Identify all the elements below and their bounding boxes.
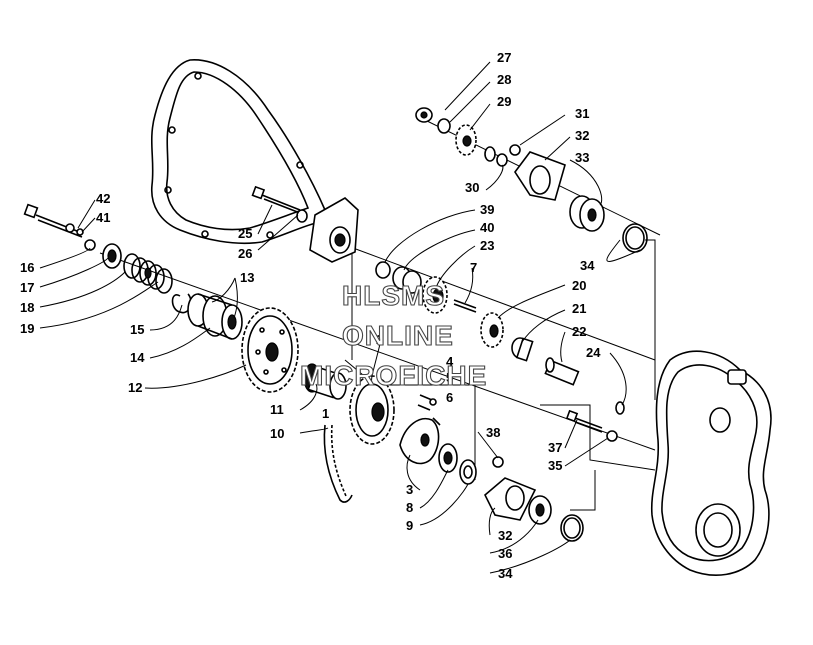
- chain-10: [323, 424, 353, 503]
- callout-34-bottom: 34: [498, 566, 513, 581]
- callout-22: 22: [572, 324, 586, 339]
- callout-33: 33: [575, 150, 589, 165]
- callout-9: 9: [406, 518, 413, 533]
- bearing-36: [528, 495, 552, 525]
- bolt-37: [565, 409, 603, 433]
- bearing-bracket: [309, 197, 359, 263]
- callout-4: 4: [446, 354, 454, 369]
- callout-31: 31: [575, 106, 589, 121]
- callout-36: 36: [498, 546, 512, 561]
- callout-19: 19: [20, 321, 34, 336]
- gear-case-cover: [150, 59, 326, 245]
- callout-39: 39: [480, 202, 494, 217]
- bearing-flange-32-top: [514, 151, 566, 201]
- callout-41: 41: [96, 210, 110, 225]
- callout-17: 17: [20, 280, 34, 295]
- callout-8: 8: [406, 500, 413, 515]
- callout-16: 16: [20, 260, 34, 275]
- callout-5: 5: [446, 370, 453, 385]
- washer-39: [375, 261, 391, 279]
- callout-37: 37: [548, 440, 562, 455]
- callout-18: 18: [20, 300, 34, 315]
- pin-7: [453, 299, 477, 313]
- callout-32-top: 32: [575, 128, 589, 143]
- callout-42: 42: [96, 191, 110, 206]
- bearing-8-washer-9: [438, 443, 477, 485]
- watermark-line-1: HLSMS: [342, 280, 445, 311]
- sprocket-23: [422, 276, 448, 314]
- callout-7: 7: [470, 260, 477, 275]
- nut-38: [492, 456, 504, 468]
- callout-1: 1: [322, 406, 329, 421]
- nut-27: [415, 107, 433, 123]
- callout-15: 15: [130, 322, 144, 337]
- gear-case-housing: [650, 350, 772, 576]
- callout-2: 2: [376, 332, 383, 347]
- callout-24: 24: [586, 345, 601, 360]
- o-ring-34-bottom: [560, 514, 584, 542]
- callout-26: 26: [238, 246, 252, 261]
- callout-14: 14: [130, 350, 145, 365]
- o-ring-34-top: [622, 223, 648, 253]
- bolt-16: [23, 203, 84, 238]
- watermark: HLSMS ONLINE MICROFICHE: [299, 279, 487, 391]
- nut-31: [509, 144, 521, 156]
- washer-30: [484, 146, 508, 167]
- callout-11: 11: [270, 402, 284, 417]
- callout-23: 23: [480, 238, 494, 253]
- callout-3: 3: [406, 482, 413, 497]
- bearing-flange-32-bottom: [484, 477, 537, 521]
- callout-12: 12: [128, 380, 142, 395]
- callout-40: 40: [480, 220, 494, 235]
- callout-34-top: 34: [580, 258, 595, 273]
- callout-13: 13: [240, 270, 254, 285]
- tensioner-plate-3: [399, 394, 441, 465]
- watermark-line-3: MICROFICHE: [300, 360, 487, 391]
- bearing-21: [511, 337, 534, 362]
- callout-29: 29: [497, 94, 511, 109]
- bearing-40: [392, 266, 422, 294]
- sprocket-29: [455, 124, 477, 156]
- callout-30: 30: [465, 180, 479, 195]
- callout-25: 25: [238, 226, 252, 241]
- sleeve-22: [544, 357, 580, 386]
- callout-28: 28: [497, 72, 511, 87]
- splined-shaft-11: [303, 363, 347, 400]
- washer-28: [437, 118, 451, 134]
- callout-10: 10: [270, 426, 284, 441]
- callout-27: 27: [497, 50, 511, 65]
- callout-6: 6: [446, 390, 453, 405]
- watermark-line-2: ONLINE: [342, 320, 454, 351]
- callout-21: 21: [572, 301, 586, 316]
- sprocket-20: [480, 312, 504, 348]
- leader-lines: [39, 61, 641, 574]
- nut-35: [606, 430, 618, 442]
- callout-32-bottom: 32: [498, 528, 512, 543]
- callout-38: 38: [486, 425, 500, 440]
- sprocket-2: [349, 375, 395, 445]
- callout-35: 35: [548, 458, 562, 473]
- callout-20: 20: [572, 278, 586, 293]
- spring-assembly: [84, 239, 173, 294]
- bolt-25: [251, 185, 308, 223]
- bearing-33: [569, 195, 605, 232]
- hub-14: [187, 293, 243, 340]
- large-sprocket-12: [241, 307, 299, 393]
- callout-labels: 27 28 29 31 32 33 30 42 41 25 26 39 40 2…: [20, 50, 601, 581]
